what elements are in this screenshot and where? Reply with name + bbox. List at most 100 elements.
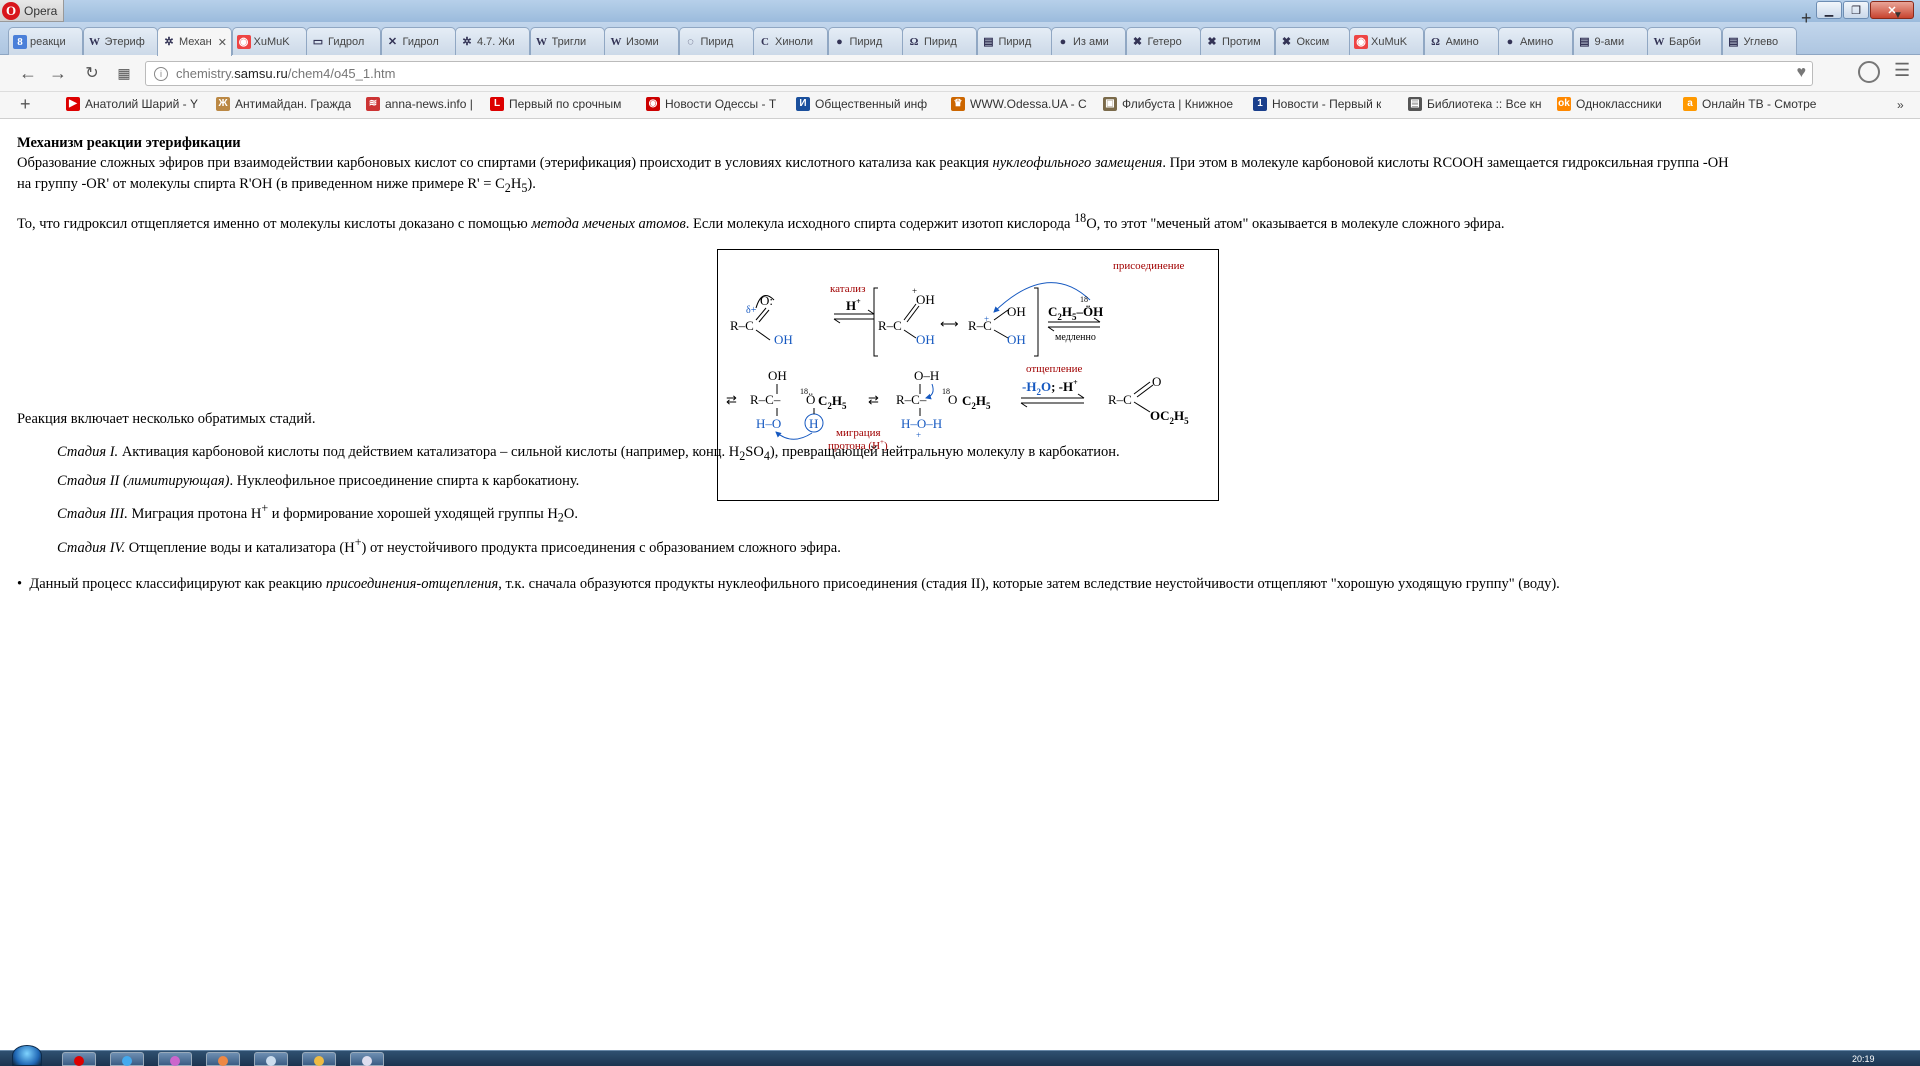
maximize-button[interactable]: ❐ bbox=[1843, 1, 1869, 19]
svg-text:C2H5: C2H5 bbox=[818, 393, 847, 411]
svg-text:R–C–: R–C– bbox=[750, 392, 781, 407]
bookmark-4[interactable]: ◉Новости Одессы - Т bbox=[646, 97, 776, 111]
reload-icon[interactable]: ↻ bbox=[85, 65, 99, 82]
tab-label: XuMuK bbox=[1371, 35, 1408, 48]
new-tab-icon[interactable]: + bbox=[1801, 8, 1812, 28]
tab-21[interactable]: ▤9-ами bbox=[1572, 27, 1648, 55]
svg-text:O–H: O–H bbox=[914, 368, 939, 383]
bookmark-2[interactable]: ≋anna-news.info | bbox=[366, 97, 473, 111]
bookmark-favicon-icon: ♛ bbox=[951, 97, 965, 111]
start-button[interactable] bbox=[12, 1045, 42, 1066]
bookmark-favicon-icon: 1 bbox=[1253, 97, 1267, 111]
tab-20[interactable]: ●Амино bbox=[1498, 27, 1573, 55]
tab-label: Механ bbox=[179, 36, 212, 48]
ester-product: R–C O OC2H5 bbox=[1108, 374, 1189, 426]
bookmark-favicon-icon: L bbox=[490, 97, 504, 111]
svg-text:OH: OH bbox=[1007, 304, 1026, 319]
tab-5[interactable]: ✕Гидрол bbox=[380, 27, 456, 55]
svg-text:R–C: R–C bbox=[1108, 392, 1132, 407]
bookmark-heart-icon[interactable]: ♥ bbox=[1796, 64, 1807, 81]
tab-menu-icon[interactable]: ▼ bbox=[1893, 10, 1903, 21]
tab-label: Тригли bbox=[551, 35, 587, 48]
opera-turbo-icon[interactable] bbox=[1858, 61, 1880, 83]
taskbar-app-3[interactable] bbox=[158, 1052, 192, 1066]
menu-icon[interactable]: ☰ bbox=[1894, 60, 1911, 80]
wikipedia-icon: W bbox=[536, 35, 547, 48]
xumuk-icon: ◉ bbox=[236, 34, 251, 49]
speed-dial-grid-icon[interactable]: ▦ bbox=[117, 64, 131, 81]
svg-text:18: 18 bbox=[1080, 295, 1088, 304]
address-bar[interactable]: i chemistry.samsu.ru/chem4/o45_1.htm ♥ bbox=[145, 61, 1813, 86]
taskbar-opera[interactable] bbox=[62, 1052, 96, 1066]
opera-menu-button[interactable]: O Opera bbox=[0, 0, 65, 22]
flask-icon: ● bbox=[1506, 35, 1514, 48]
tab-11[interactable]: ●Пирид bbox=[827, 27, 903, 55]
svg-text:Ö: Ö bbox=[806, 392, 815, 407]
label-addition: присоединение bbox=[1113, 260, 1185, 272]
tab-17[interactable]: ✖Оксим bbox=[1274, 27, 1350, 55]
svg-text:+: + bbox=[916, 430, 921, 440]
tetrahedral-intermediate-2: O–H R–C– 18 O C2H5 H–O–H + bbox=[896, 368, 991, 440]
taskbar-explorer[interactable] bbox=[302, 1052, 336, 1066]
svg-text:δ+: δ+ bbox=[746, 305, 757, 316]
svg-text:C2H5: C2H5 bbox=[962, 393, 991, 411]
svg-text:-H2O; -H+: -H2O; -H+ bbox=[1022, 378, 1078, 397]
close-window-button[interactable]: ✕ bbox=[1870, 1, 1914, 19]
taskbar-app-4[interactable] bbox=[206, 1052, 240, 1066]
svg-text:H–O: H–O bbox=[756, 416, 781, 431]
tab-7[interactable]: W Тригли bbox=[529, 27, 605, 55]
close-tab-icon[interactable]: ✕ bbox=[217, 36, 227, 49]
bookmark-favicon-icon: ▶ bbox=[66, 97, 80, 111]
taskbar-ie[interactable] bbox=[110, 1052, 144, 1066]
tab-label: XuMuK bbox=[253, 35, 290, 48]
tab-3[interactable]: ◉XuMuK bbox=[231, 27, 307, 55]
tab-label: реакци bbox=[30, 35, 66, 48]
page-info-icon[interactable]: i bbox=[154, 66, 168, 81]
back-icon[interactable]: ← bbox=[19, 62, 37, 83]
svg-text:R–C: R–C bbox=[730, 318, 754, 333]
windows-taskbar bbox=[0, 1050, 1920, 1066]
bookmark-favicon-icon: ≋ bbox=[366, 97, 380, 111]
bookmark-6[interactable]: ♛WWW.Odessa.UA - C bbox=[951, 97, 1087, 111]
taskbar-app-5[interactable] bbox=[254, 1052, 288, 1066]
tab-2[interactable]: ✲Механ✕ bbox=[157, 27, 232, 56]
tab-6[interactable]: ✲4.7. Жи bbox=[455, 27, 530, 55]
window-controls: ▁ ❐ ✕ bbox=[1816, 1, 1914, 19]
tab-23[interactable]: ▤Углево bbox=[1721, 27, 1797, 55]
loading-icon: C bbox=[761, 35, 769, 48]
bookmark-7[interactable]: ▣Флибуста | Книжное bbox=[1103, 97, 1233, 111]
tab-15[interactable]: ✖Гетеро bbox=[1125, 27, 1201, 55]
label-migration-1: миграция bbox=[836, 427, 881, 439]
wikipedia-icon: W bbox=[610, 35, 622, 48]
bookmark-0[interactable]: ▶Анатолий Шарий - Y bbox=[66, 97, 198, 111]
tab-18[interactable]: ◉XuMuK bbox=[1349, 27, 1424, 55]
add-bookmark-icon[interactable]: + bbox=[20, 94, 31, 114]
bookmark-label: Первый по срочным bbox=[509, 97, 622, 111]
tab-4[interactable]: ▭Гидрол bbox=[306, 27, 381, 55]
bookmarks-overflow-icon[interactable]: » bbox=[1897, 98, 1904, 112]
tab-13[interactable]: ▤Пирид bbox=[976, 27, 1052, 55]
bookmark-3[interactable]: L Первый по срочным bbox=[490, 97, 621, 111]
paragraph-2: То, что гидроксил отщепляется именно от … bbox=[17, 211, 1505, 232]
forward-icon[interactable]: → bbox=[49, 62, 67, 83]
bookmark-9[interactable]: ▤Библиотека :: Все кн bbox=[1408, 97, 1541, 111]
tab-14[interactable]: ●Из ами bbox=[1051, 27, 1126, 55]
tab-label: Углево bbox=[1743, 35, 1779, 48]
svg-text:C2H5–ÖH: C2H5–ÖH bbox=[1048, 304, 1103, 322]
minimize-button[interactable]: ▁ bbox=[1816, 1, 1842, 19]
tab-16[interactable]: ✖Протим bbox=[1200, 27, 1275, 55]
tab-9[interactable]: ◌Пирид bbox=[678, 27, 754, 55]
taskbar-app-7[interactable] bbox=[350, 1052, 384, 1066]
